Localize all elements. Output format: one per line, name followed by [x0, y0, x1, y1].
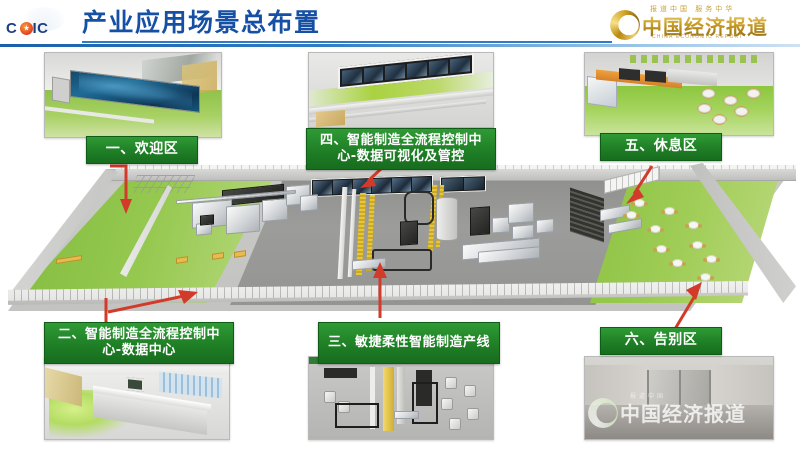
round-table: [653, 245, 670, 253]
label-zone-2[interactable]: 二、智能制造全流程控制中心-数据中心: [44, 322, 234, 364]
process-tank: [436, 197, 458, 241]
thumb-control-center-visualization[interactable]: [308, 52, 494, 128]
round-table: [661, 207, 678, 215]
round-table: [685, 221, 702, 229]
wall-monitor: [125, 377, 145, 393]
machine-unit: [300, 194, 318, 212]
round-table: [631, 199, 648, 207]
label-zone-6[interactable]: 六、告别区: [600, 327, 722, 355]
round-table: [701, 89, 715, 99]
page-title: 产业应用场景总布置: [82, 8, 321, 37]
robot-arm: [323, 391, 336, 404]
round-table: [724, 95, 738, 105]
cardboard-box: [316, 109, 346, 127]
round-table: [746, 89, 760, 99]
thumb-production-line[interactable]: [308, 356, 494, 440]
publisher-tagline: 报道中国 服务中华: [650, 5, 736, 13]
pipe-run: [404, 191, 434, 225]
round-table: [712, 115, 726, 125]
wall-monitor: [618, 68, 640, 81]
conveyor-belt: [382, 366, 394, 431]
round-table: [623, 211, 640, 219]
robot-arm: [463, 384, 476, 397]
round-table: [735, 107, 749, 117]
machine-unit: [508, 202, 534, 224]
publisher-c-mark-icon: [610, 10, 640, 40]
machine-unit: [470, 206, 490, 236]
factory-layout-scene: ☺: [0, 163, 800, 323]
thumb-rest-area[interactable]: [584, 52, 774, 136]
label-zone-3[interactable]: 三、敏捷柔性智能制造产线: [318, 322, 500, 364]
header-divider: [0, 44, 800, 47]
page-header: C SIC 产业应用场景总布置 报道中国 服务中华 中国经济报道 CHINA E…: [0, 0, 800, 47]
wall-signage: [630, 54, 762, 63]
conveyor-belt: [397, 366, 405, 425]
thumb-farewell-area[interactable]: [584, 356, 774, 440]
machine-unit: [226, 203, 260, 235]
title-underline: [82, 41, 612, 43]
corridor-floor: [585, 404, 773, 439]
robot-arm: [441, 398, 454, 410]
display-rack: [52, 76, 70, 104]
robot-arm: [448, 417, 461, 430]
casic-logo: C SIC: [6, 6, 72, 42]
publisher-logo: 报道中国 服务中华 中国经济报道 CHINA ECONOMIC REPORT: [604, 2, 794, 44]
thumb-welcome-area[interactable]: [44, 52, 222, 138]
machine-unit: [400, 220, 418, 246]
machine-unit: [415, 370, 433, 407]
round-table: [703, 255, 720, 263]
machine-unit: [262, 197, 288, 223]
publisher-english-name: CHINA ECONOMIC REPORT: [652, 34, 744, 40]
round-table: [689, 241, 706, 249]
linear-rail: [369, 366, 376, 430]
round-table: [697, 103, 711, 113]
label-zone-1[interactable]: 一、欢迎区: [86, 136, 198, 164]
wall-monitor: [645, 70, 666, 83]
thumb-data-center[interactable]: [44, 356, 230, 440]
machine-unit: [200, 214, 214, 226]
cable-tray: [334, 402, 379, 428]
round-table: [647, 225, 664, 233]
machine-unit: [536, 218, 554, 234]
entrance-fence: [130, 175, 196, 193]
robot-arm: [467, 407, 480, 420]
publisher-name: 中国经济报道: [642, 11, 768, 40]
control-center-led-wall-secondary: [440, 175, 486, 193]
machine-unit: [512, 224, 534, 240]
round-table: [669, 259, 686, 267]
round-table: [697, 273, 714, 281]
cable-tray: [412, 381, 438, 425]
label-zone-5[interactable]: 五、休息区: [600, 133, 722, 161]
machine-unit: [323, 368, 357, 379]
casic-star-icon: [20, 22, 33, 35]
robot-arm: [445, 376, 458, 389]
label-zone-4[interactable]: 四、智能制造全流程控制中心-数据可视化及管控: [306, 128, 496, 170]
casic-logo-text: C SIC: [6, 20, 49, 37]
agv-robot: [393, 411, 420, 420]
